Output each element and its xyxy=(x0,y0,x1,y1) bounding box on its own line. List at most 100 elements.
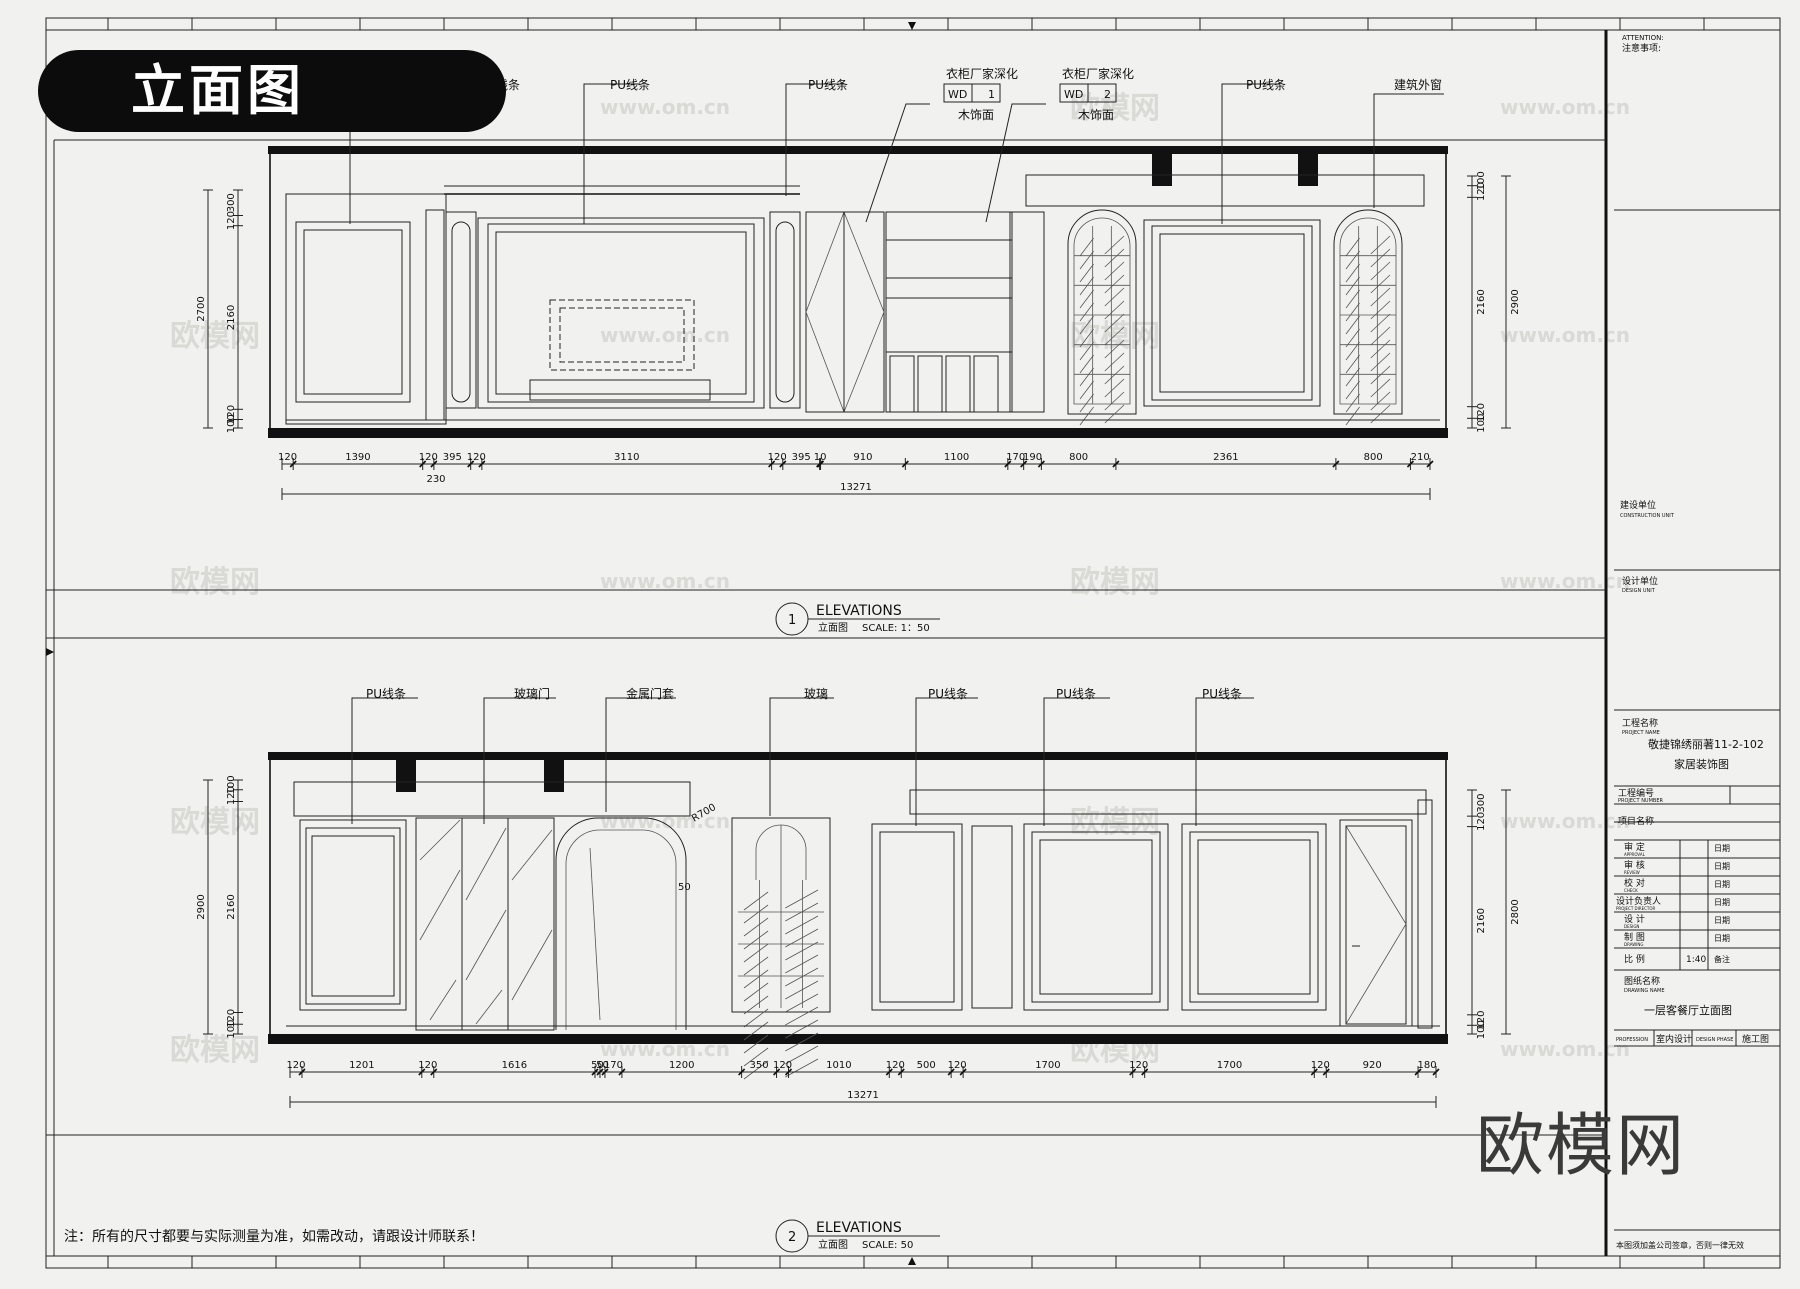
dimension-label: 50 xyxy=(591,1060,604,1071)
badge-title: 立面图 xyxy=(131,59,305,122)
tb-check: 校 对 xyxy=(1624,877,1645,889)
elevation-2-leaders xyxy=(351,697,1254,826)
watermark-text: 欧模网 xyxy=(1070,91,1160,126)
elevation-1 xyxy=(268,146,1448,438)
e2-label-glass: 玻璃 xyxy=(804,687,828,701)
glass-panel-grid xyxy=(738,824,824,1080)
dimension-label: 170 xyxy=(1006,452,1025,463)
tb-project-name-en: PROJECT NAME xyxy=(1622,730,1660,736)
e1-label-wood-2: 木饰面 xyxy=(1078,108,1114,122)
dimension-label: 800 xyxy=(1069,452,1088,463)
e2-label-pu-3: PU线条 xyxy=(1056,687,1096,701)
dimension-label: 120 xyxy=(1129,1060,1148,1071)
dimension-label: 120 xyxy=(886,1060,905,1071)
watermark-url: www.om.cn xyxy=(600,95,730,119)
tb-date-6: 日期 xyxy=(1714,934,1730,943)
dimension-label: 100 xyxy=(226,1020,237,1039)
tb-design-en: DESIGN xyxy=(1624,924,1639,929)
glass-door-hatch xyxy=(419,819,553,1025)
dimension-label: 3110 xyxy=(614,452,639,463)
dimension-label: 1700 xyxy=(1217,1060,1242,1071)
watermark-text: 欧模网 xyxy=(1070,565,1160,600)
e1-wd-code-1: WD xyxy=(948,88,967,101)
watermark-layer: 欧模网 www.om.cn 欧模网 www.om.cn 欧模网 www.om.cn 欧模网 w… xyxy=(170,91,1630,1068)
tb-approval-en: APPROVAL xyxy=(1624,852,1646,857)
tb-design-phase: DESIGN PHASE xyxy=(1696,1037,1733,1043)
watermark-text: 欧模网 xyxy=(1070,805,1160,840)
watermark-url: www.om.cn xyxy=(1500,1037,1630,1061)
dimension-label: 2361 xyxy=(1213,452,1238,463)
dimension-label: 920 xyxy=(1363,1060,1382,1071)
tb-profession: PROFESSION xyxy=(1616,1037,1648,1043)
dimension-label: 120 xyxy=(1476,182,1487,201)
tb-review-en: REVIEW xyxy=(1624,870,1640,875)
dimension-label: 210 xyxy=(1411,452,1430,463)
dimension-label: 120 xyxy=(1476,403,1487,422)
e2-number: 2 xyxy=(788,1230,796,1245)
dimension-label: 1700 xyxy=(1035,1060,1060,1071)
dimension-label: 120 xyxy=(768,452,787,463)
tb-scale-value: 1:40 xyxy=(1686,955,1706,965)
e2-label-d50: 50 xyxy=(678,882,691,893)
title-badge: 立面图 xyxy=(38,50,506,132)
dimension-sub: 230 xyxy=(426,474,445,485)
tb-profession-value: 室内设计 xyxy=(1656,1033,1692,1045)
window-hatch-1 xyxy=(1074,226,1130,426)
e2-label-metal-frame: 金属门套 xyxy=(626,686,674,701)
tb-project-sub: 家居装饰图 xyxy=(1674,757,1729,771)
tb-design-unit-en: DESIGN UNIT xyxy=(1622,588,1656,594)
e1-wd-num-1: 1 xyxy=(988,88,995,101)
e2-subtitle: 立面图 xyxy=(818,1238,848,1251)
dimension-label: 120 xyxy=(418,1060,437,1071)
dimension-label: 100 xyxy=(226,775,237,794)
watermark-text: 欧模网 xyxy=(170,565,260,600)
tb-date-4: 日期 xyxy=(1714,898,1730,907)
dimension-label: 120 xyxy=(286,1060,305,1071)
tb-check-en: CHECK xyxy=(1624,888,1638,893)
dimension-label: 300 xyxy=(1476,794,1487,813)
dimension-label: 120 xyxy=(226,211,237,230)
e2-label-pu-2: PU线条 xyxy=(928,687,968,701)
tb-drawing-name-label: 图纸名称 xyxy=(1624,975,1660,987)
dimension-label: 120 xyxy=(226,1009,237,1028)
dimension-label: 100 xyxy=(226,414,237,433)
tb-date-1: 日期 xyxy=(1714,844,1730,853)
dimension-label: 120 xyxy=(226,405,237,424)
e2-scale: SCALE: 50 xyxy=(862,1240,913,1251)
dimension-label: 120 xyxy=(1476,1011,1487,1030)
dimension-label: 120 xyxy=(278,452,297,463)
dimension-label: 300 xyxy=(226,193,237,212)
dimension-label: 2160 xyxy=(1476,908,1487,933)
watermark-logo: 欧模网 xyxy=(1476,1107,1687,1186)
tb-scale-label: 比 例 xyxy=(1624,953,1645,965)
watermark-text: 欧模网 xyxy=(170,319,260,354)
tb-attention-cn: 注意事项: xyxy=(1622,42,1661,54)
dimension-label: 395 xyxy=(792,452,811,463)
dimension-label: 120 xyxy=(1476,812,1487,831)
e1-label-wood-1: 木饰面 xyxy=(958,108,994,122)
dimension-label: 395 xyxy=(443,452,462,463)
tb-construction-unit: 建设单位 xyxy=(1620,499,1656,511)
watermark-url: www.om.cn xyxy=(600,569,730,593)
tb-review: 审 核 xyxy=(1624,859,1645,871)
dimension-label: 120 xyxy=(419,452,438,463)
tb-director: 设计负责人 xyxy=(1616,895,1661,907)
tb-attention: ATTENTION: xyxy=(1622,34,1664,42)
tb-project-name-label: 工程名称 xyxy=(1622,717,1658,729)
dimension-label: 1390 xyxy=(345,452,370,463)
tb-construction-unit-en: CONSTRUCTION UNIT xyxy=(1620,513,1675,519)
tb-date-5: 日期 xyxy=(1714,916,1730,925)
tb-drawing: 制 图 xyxy=(1624,931,1645,943)
dimension-total: 2900 xyxy=(196,894,207,919)
dimension-label: 190 xyxy=(1023,452,1042,463)
e2-label-pu-1: PU线条 xyxy=(366,687,406,701)
dimension-label: 910 xyxy=(853,452,872,463)
e1-title: ELEVATIONS xyxy=(816,603,902,619)
tb-design-unit: 设计单位 xyxy=(1622,575,1658,587)
e1-wd-num-2: 2 xyxy=(1104,88,1111,101)
watermark-url: www.om.cn xyxy=(1500,323,1630,347)
dimension-label: 100 xyxy=(1476,171,1487,190)
tb-footer: 本图须加盖公司签章，否则一律无效 xyxy=(1616,1240,1744,1250)
